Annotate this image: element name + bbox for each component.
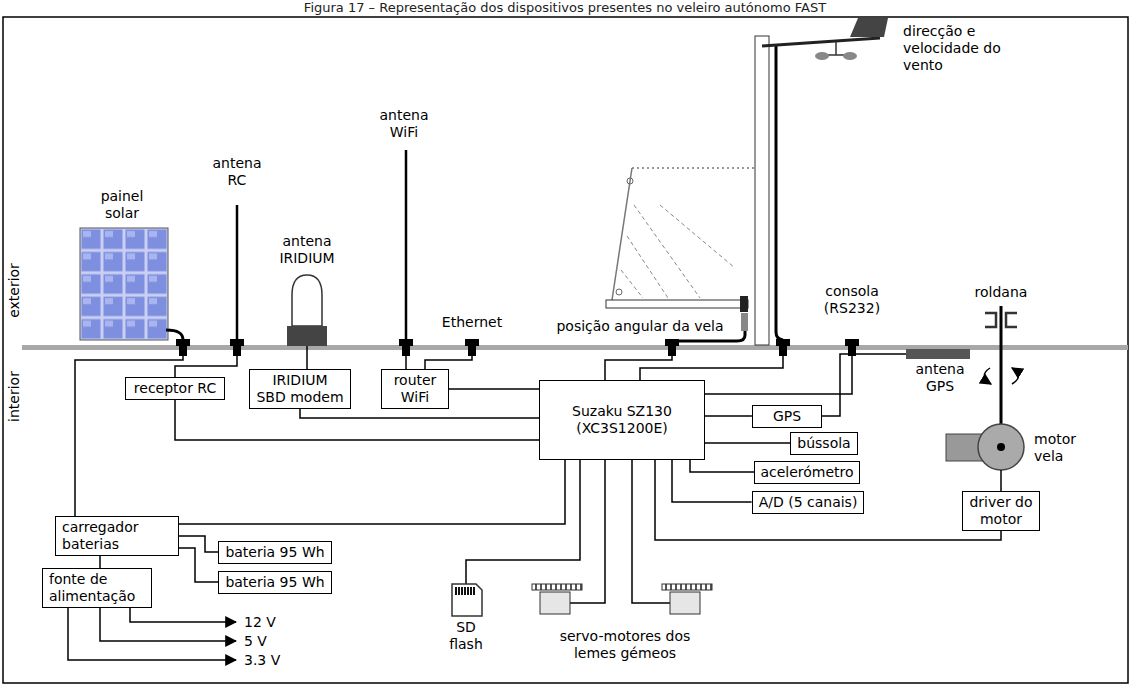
wind-cable (776, 46, 783, 340)
processor-box: Suzaku SZ130 (XC3S1200E) (539, 380, 705, 460)
power-supply-box: fonte de alimentação (42, 568, 152, 608)
panel-cable (166, 330, 183, 340)
device-label: servo-motores dos lemes gémeos (554, 628, 696, 662)
box-text: GPS (773, 408, 801, 425)
connector-wire (655, 460, 1001, 540)
servo-rack (662, 584, 712, 590)
sail-ring (616, 289, 622, 295)
device-box: receptor RC (125, 377, 225, 400)
sail-edge (612, 168, 632, 300)
device-label: SD flash (445, 619, 487, 653)
sail-battens (621, 205, 735, 298)
box-text: acelerómetro (760, 464, 853, 481)
sensor-box: GPS (752, 405, 822, 428)
connector-wire (705, 415, 752, 417)
connector-wire (179, 460, 565, 524)
box-text: bússola (797, 435, 850, 452)
region-label: exterior (6, 263, 23, 318)
connector-wire (672, 460, 752, 502)
anemometer-cup (843, 52, 857, 60)
connector-wire (690, 460, 754, 472)
connector-wire (449, 388, 539, 390)
wall-connectors (176, 339, 859, 356)
frame (3, 17, 1128, 683)
iridium-antenna (292, 275, 322, 326)
box-text: receptor RC (134, 380, 216, 397)
battery-box: bateria 95 Wh (218, 571, 331, 594)
battery-box: bateria 95 Wh (218, 541, 331, 564)
sensor-box: acelerómetro (754, 461, 859, 484)
gps-antenna (906, 349, 970, 359)
anemometer-cup (815, 52, 829, 60)
box-text: bateria 95 Wh (225, 544, 324, 561)
anemometer-stem (835, 42, 837, 55)
driver-box: driver do motor (962, 491, 1040, 531)
wires (68, 346, 1001, 660)
mast (755, 36, 769, 345)
port-label: consola (RS232) (812, 283, 892, 317)
angle-sensor-body (741, 313, 748, 331)
box-text: driver do motor (969, 494, 1033, 528)
motor (978, 424, 1024, 470)
connector-wire (300, 409, 539, 418)
box-text: IRIDIUM SBD modem (256, 372, 344, 406)
box-text: router WiFi (387, 372, 443, 406)
angle-sensor (740, 296, 748, 312)
box-text: bateria 95 Wh (225, 574, 324, 591)
servo-motor (540, 592, 570, 614)
connector-wire (175, 400, 539, 441)
port-label: Ethernet (442, 314, 502, 331)
iridium-base (287, 326, 327, 346)
voltage-label: 5 V (244, 633, 267, 650)
router-box: router WiFi (381, 369, 449, 409)
charger-box: carregador baterias (55, 516, 179, 556)
voltage-label: 12 V (244, 614, 276, 631)
sail-top (632, 167, 755, 169)
boom (606, 300, 748, 308)
converter-box: A/D (5 canais) (752, 491, 865, 514)
rotation-arrow (984, 368, 991, 384)
wind-vane (850, 18, 888, 37)
connector-wire (705, 442, 790, 444)
connector-wire (99, 556, 101, 568)
connector-wire (179, 536, 218, 552)
region-label: interior (6, 371, 23, 422)
rc-antenna (236, 205, 239, 340)
wifi-antenna (405, 150, 408, 340)
device-label: painel solar (92, 188, 152, 222)
box-text: A/D (5 canais) (759, 494, 858, 511)
device-label: motor vela (1034, 431, 1086, 465)
servo-motor (670, 592, 700, 614)
solar-panel (80, 228, 168, 340)
device-label: roldana (975, 284, 1028, 301)
device-label: antena GPS (912, 361, 968, 395)
sensor-label: direcção e velocidade do vento (903, 23, 1011, 74)
device-label: antena IRIDIUM (271, 233, 343, 267)
sensor-arm (762, 38, 880, 46)
box-text: carregador baterias (62, 519, 172, 553)
voltage-label: 3.3 V (244, 652, 280, 669)
figure-title: Figura 17 – Representação dos dispositiv… (304, 0, 826, 16)
modem-box: IRIDIUM SBD modem (249, 369, 351, 409)
sail-ring (627, 178, 633, 184)
box-text: Suzaku SZ130 (XC3S1200E) (562, 403, 682, 437)
sd-contacts (455, 587, 475, 595)
box-text: fonte de alimentação (49, 571, 145, 605)
motor-hub (997, 443, 1005, 451)
connector-wire (179, 548, 218, 582)
device-label: antena RC (209, 155, 265, 189)
servo-rack (532, 584, 582, 590)
pulley (985, 313, 1017, 327)
sensor-box: bússola (790, 432, 857, 455)
sd-card (452, 584, 482, 616)
rotation-arrow (1012, 368, 1019, 384)
device-label: antena WiFi (376, 107, 432, 141)
sensor-label: posição angular da vela (556, 318, 723, 335)
